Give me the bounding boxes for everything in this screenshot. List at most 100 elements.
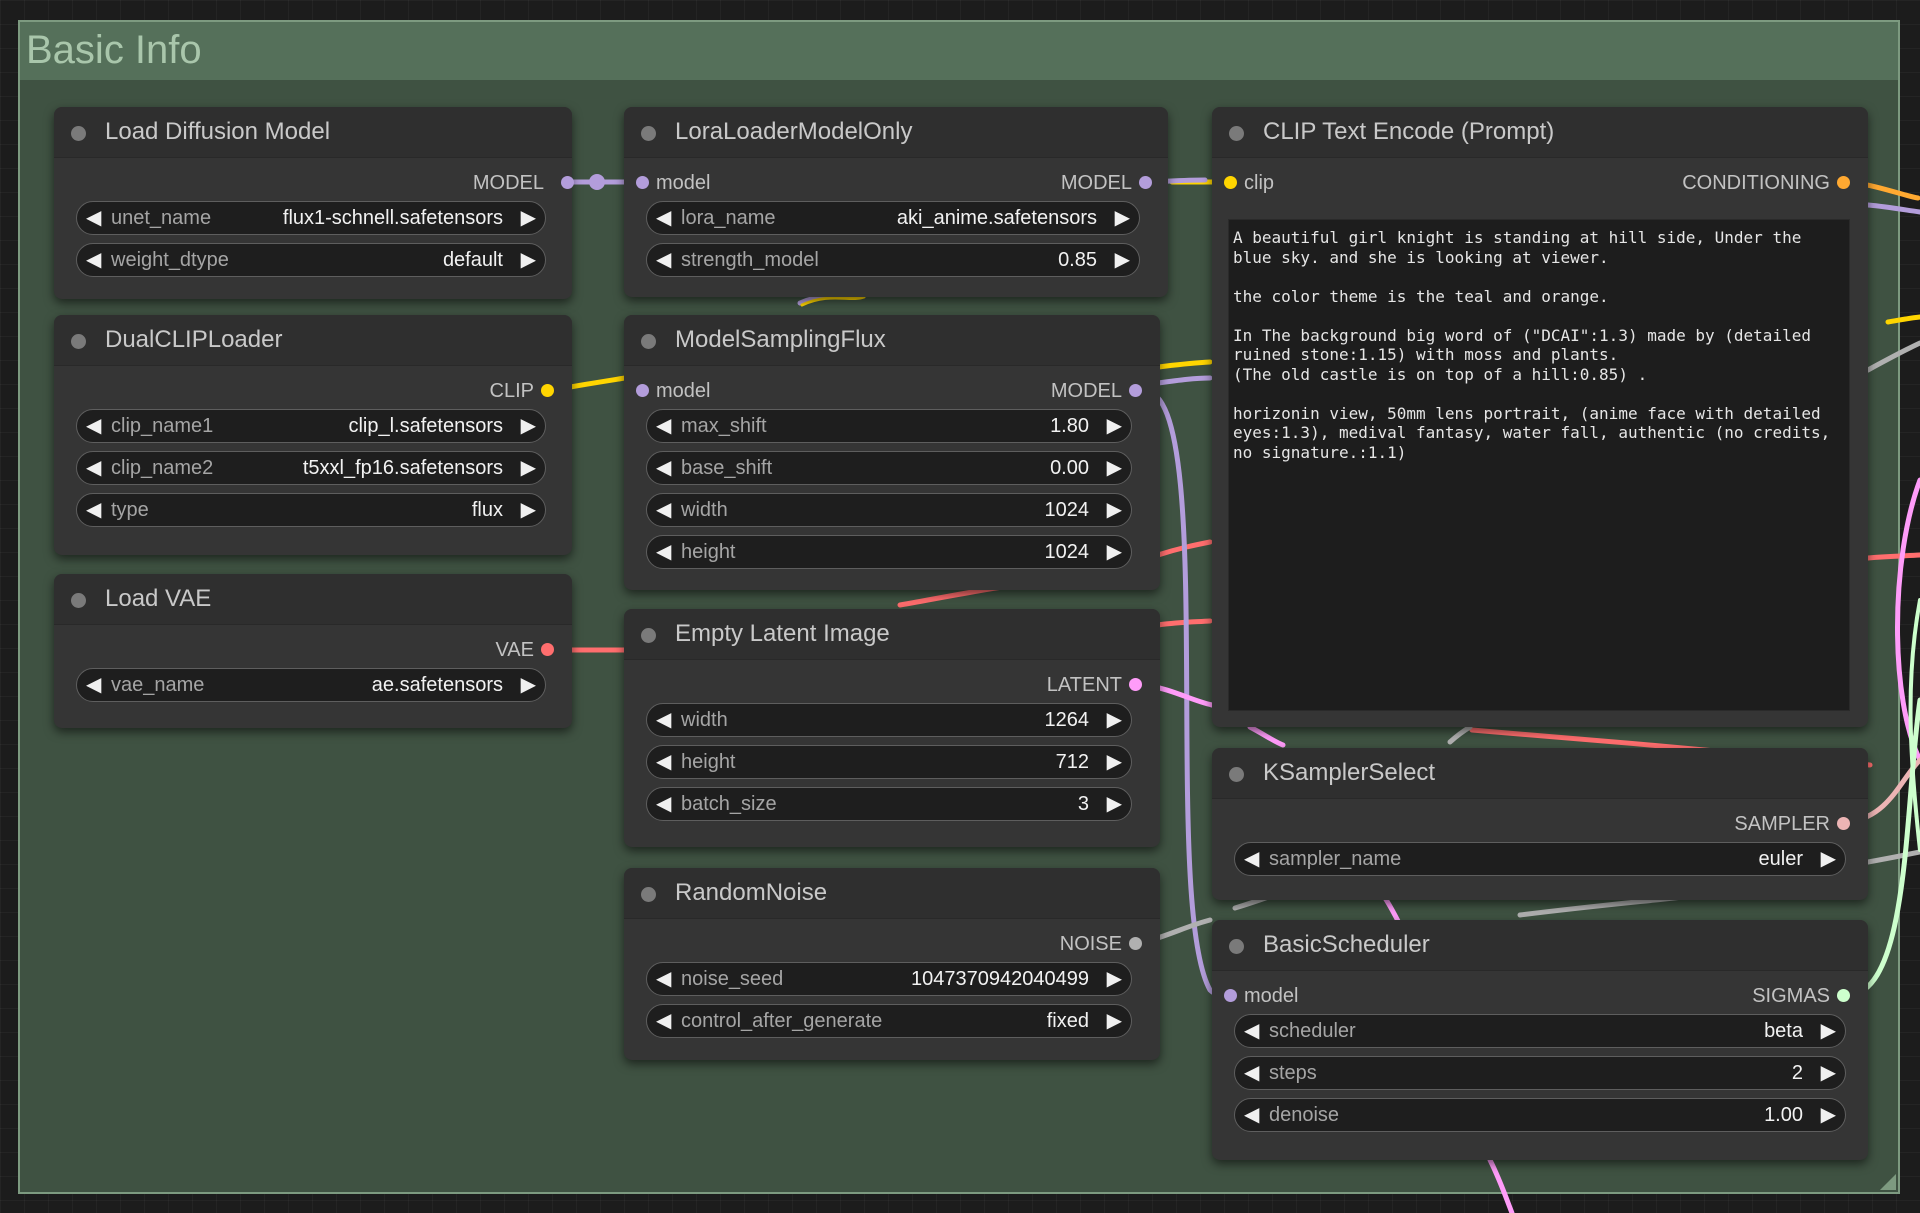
arrow-right-icon[interactable]: ▶: [1106, 968, 1122, 990]
node-dual-clip-loader[interactable]: DualCLIPLoader CLIP ◀ clip_name1 clip_l.…: [54, 315, 572, 555]
arrow-right-icon[interactable]: ▶: [1820, 1104, 1836, 1126]
node-title-bar[interactable]: Load Diffusion Model: [54, 107, 572, 158]
input-model[interactable]: model: [636, 379, 710, 403]
input-dot[interactable]: [636, 176, 649, 189]
widget-lora-name[interactable]: ◀ lora_name aki_anime.safetensors ▶: [646, 201, 1140, 235]
node-ksampler-select[interactable]: KSamplerSelect SAMPLER ◀ sampler_name eu…: [1212, 748, 1868, 900]
output-model[interactable]: MODEL: [1061, 171, 1152, 195]
arrow-left-icon[interactable]: ◀: [86, 207, 102, 229]
arrow-right-icon[interactable]: ▶: [520, 415, 536, 437]
node-title-bar[interactable]: BasicScheduler: [1212, 920, 1868, 971]
output-dot[interactable]: [541, 384, 554, 397]
arrow-left-icon[interactable]: ◀: [1244, 1104, 1260, 1126]
node-title-bar[interactable]: LoraLoaderModelOnly: [624, 107, 1168, 158]
widget-type[interactable]: ◀ type flux ▶: [76, 493, 546, 527]
widget-strength-model[interactable]: ◀ strength_model 0.85 ▶: [646, 243, 1140, 277]
output-dot[interactable]: [561, 176, 574, 189]
arrow-right-icon[interactable]: ▶: [1114, 249, 1130, 271]
widget-control-after-generate[interactable]: ◀ control_after_generate fixed ▶: [646, 1004, 1132, 1038]
widget-max-shift[interactable]: ◀ max_shift 1.80 ▶: [646, 409, 1132, 443]
output-dot[interactable]: [1129, 937, 1142, 950]
arrow-right-icon[interactable]: ▶: [1106, 541, 1122, 563]
arrow-right-icon[interactable]: ▶: [520, 249, 536, 271]
widget-height[interactable]: ◀ height 712 ▶: [646, 745, 1132, 779]
node-title-bar[interactable]: CLIP Text Encode (Prompt): [1212, 107, 1868, 158]
arrow-left-icon[interactable]: ◀: [656, 751, 672, 773]
output-model[interactable]: MODEL: [1051, 379, 1142, 403]
arrow-right-icon[interactable]: ▶: [1106, 415, 1122, 437]
node-load-diffusion-model[interactable]: Load Diffusion Model MODEL ◀ unet_name f…: [54, 107, 574, 299]
node-random-noise[interactable]: RandomNoise NOISE ◀ noise_seed 104737094…: [624, 868, 1160, 1060]
arrow-left-icon[interactable]: ◀: [656, 1010, 672, 1032]
input-dot[interactable]: [1224, 989, 1237, 1002]
node-model-sampling-flux[interactable]: ModelSamplingFlux model MODEL ◀ max_shif…: [624, 315, 1160, 590]
arrow-right-icon[interactable]: ▶: [1106, 499, 1122, 521]
collapse-dot[interactable]: [1229, 939, 1244, 954]
output-vae[interactable]: VAE: [495, 638, 554, 662]
arrow-left-icon[interactable]: ◀: [1244, 848, 1260, 870]
widget-denoise[interactable]: ◀ denoise 1.00 ▶: [1234, 1098, 1846, 1132]
arrow-left-icon[interactable]: ◀: [86, 674, 102, 696]
arrow-right-icon[interactable]: ▶: [1106, 793, 1122, 815]
arrow-right-icon[interactable]: ▶: [520, 674, 536, 696]
arrow-right-icon[interactable]: ▶: [1106, 457, 1122, 479]
arrow-left-icon[interactable]: ◀: [656, 793, 672, 815]
output-sigmas[interactable]: SIGMAS: [1752, 984, 1850, 1008]
widget-weight-dtype[interactable]: ◀ weight_dtype default ▶: [76, 243, 546, 277]
collapse-dot[interactable]: [71, 334, 86, 349]
collapse-dot[interactable]: [641, 887, 656, 902]
collapse-dot[interactable]: [71, 126, 86, 141]
output-latent[interactable]: LATENT: [1047, 673, 1142, 697]
node-load-vae[interactable]: Load VAE VAE ◀ vae_name ae.safetensors ▶: [54, 574, 572, 728]
output-dot[interactable]: [1837, 176, 1850, 189]
arrow-left-icon[interactable]: ◀: [656, 709, 672, 731]
node-lora-loader[interactable]: LoraLoaderModelOnly model MODEL ◀ lora_n…: [624, 107, 1168, 297]
widget-scheduler[interactable]: ◀ scheduler beta ▶: [1234, 1014, 1846, 1048]
widget-steps[interactable]: ◀ steps 2 ▶: [1234, 1056, 1846, 1090]
node-title-bar[interactable]: DualCLIPLoader: [54, 315, 572, 366]
input-clip[interactable]: clip: [1224, 171, 1274, 195]
arrow-left-icon[interactable]: ◀: [656, 415, 672, 437]
collapse-dot[interactable]: [1229, 126, 1244, 141]
node-title-bar[interactable]: RandomNoise: [624, 868, 1160, 919]
arrow-right-icon[interactable]: ▶: [1820, 848, 1836, 870]
node-title-bar[interactable]: KSamplerSelect: [1212, 748, 1868, 799]
output-dot[interactable]: [1129, 384, 1142, 397]
output-sampler[interactable]: SAMPLER: [1734, 812, 1850, 836]
widget-unet-name[interactable]: ◀ unet_name flux1-schnell.safetensors ▶: [76, 201, 546, 235]
arrow-left-icon[interactable]: ◀: [1244, 1062, 1260, 1084]
arrow-left-icon[interactable]: ◀: [1244, 1020, 1260, 1042]
widget-base-shift[interactable]: ◀ base_shift 0.00 ▶: [646, 451, 1132, 485]
widget-height[interactable]: ◀ height 1024 ▶: [646, 535, 1132, 569]
prompt-textarea[interactable]: A beautiful girl knight is standing at h…: [1228, 219, 1850, 711]
group-header[interactable]: Basic Info: [20, 22, 1898, 80]
arrow-left-icon[interactable]: ◀: [656, 457, 672, 479]
widget-sampler-name[interactable]: ◀ sampler_name euler ▶: [1234, 842, 1846, 876]
collapse-dot[interactable]: [641, 628, 656, 643]
node-basic-scheduler[interactable]: BasicScheduler model SIGMAS ◀ scheduler …: [1212, 920, 1868, 1160]
widget-noise-seed[interactable]: ◀ noise_seed 1047370942040499 ▶: [646, 962, 1132, 996]
arrow-left-icon[interactable]: ◀: [86, 249, 102, 271]
arrow-right-icon[interactable]: ▶: [1106, 1010, 1122, 1032]
collapse-dot[interactable]: [641, 334, 656, 349]
arrow-right-icon[interactable]: ▶: [520, 499, 536, 521]
input-model[interactable]: model: [636, 171, 710, 195]
node-empty-latent-image[interactable]: Empty Latent Image LATENT ◀ width 1264 ▶…: [624, 609, 1160, 847]
arrow-right-icon[interactable]: ▶: [1106, 751, 1122, 773]
input-dot[interactable]: [636, 384, 649, 397]
arrow-left-icon[interactable]: ◀: [86, 499, 102, 521]
output-noise[interactable]: NOISE: [1060, 932, 1142, 956]
collapse-dot[interactable]: [1229, 767, 1244, 782]
arrow-right-icon[interactable]: ▶: [1820, 1020, 1836, 1042]
output-clip[interactable]: CLIP: [490, 379, 554, 403]
widget-vae-name[interactable]: ◀ vae_name ae.safetensors ▶: [76, 668, 546, 702]
output-model[interactable]: MODEL: [473, 171, 574, 195]
output-dot[interactable]: [1129, 678, 1142, 691]
widget-batch-size[interactable]: ◀ batch_size 3 ▶: [646, 787, 1132, 821]
arrow-left-icon[interactable]: ◀: [656, 541, 672, 563]
node-title-bar[interactable]: ModelSamplingFlux: [624, 315, 1160, 366]
collapse-dot[interactable]: [641, 126, 656, 141]
output-dot[interactable]: [541, 643, 554, 656]
arrow-right-icon[interactable]: ▶: [1106, 709, 1122, 731]
arrow-right-icon[interactable]: ▶: [1820, 1062, 1836, 1084]
